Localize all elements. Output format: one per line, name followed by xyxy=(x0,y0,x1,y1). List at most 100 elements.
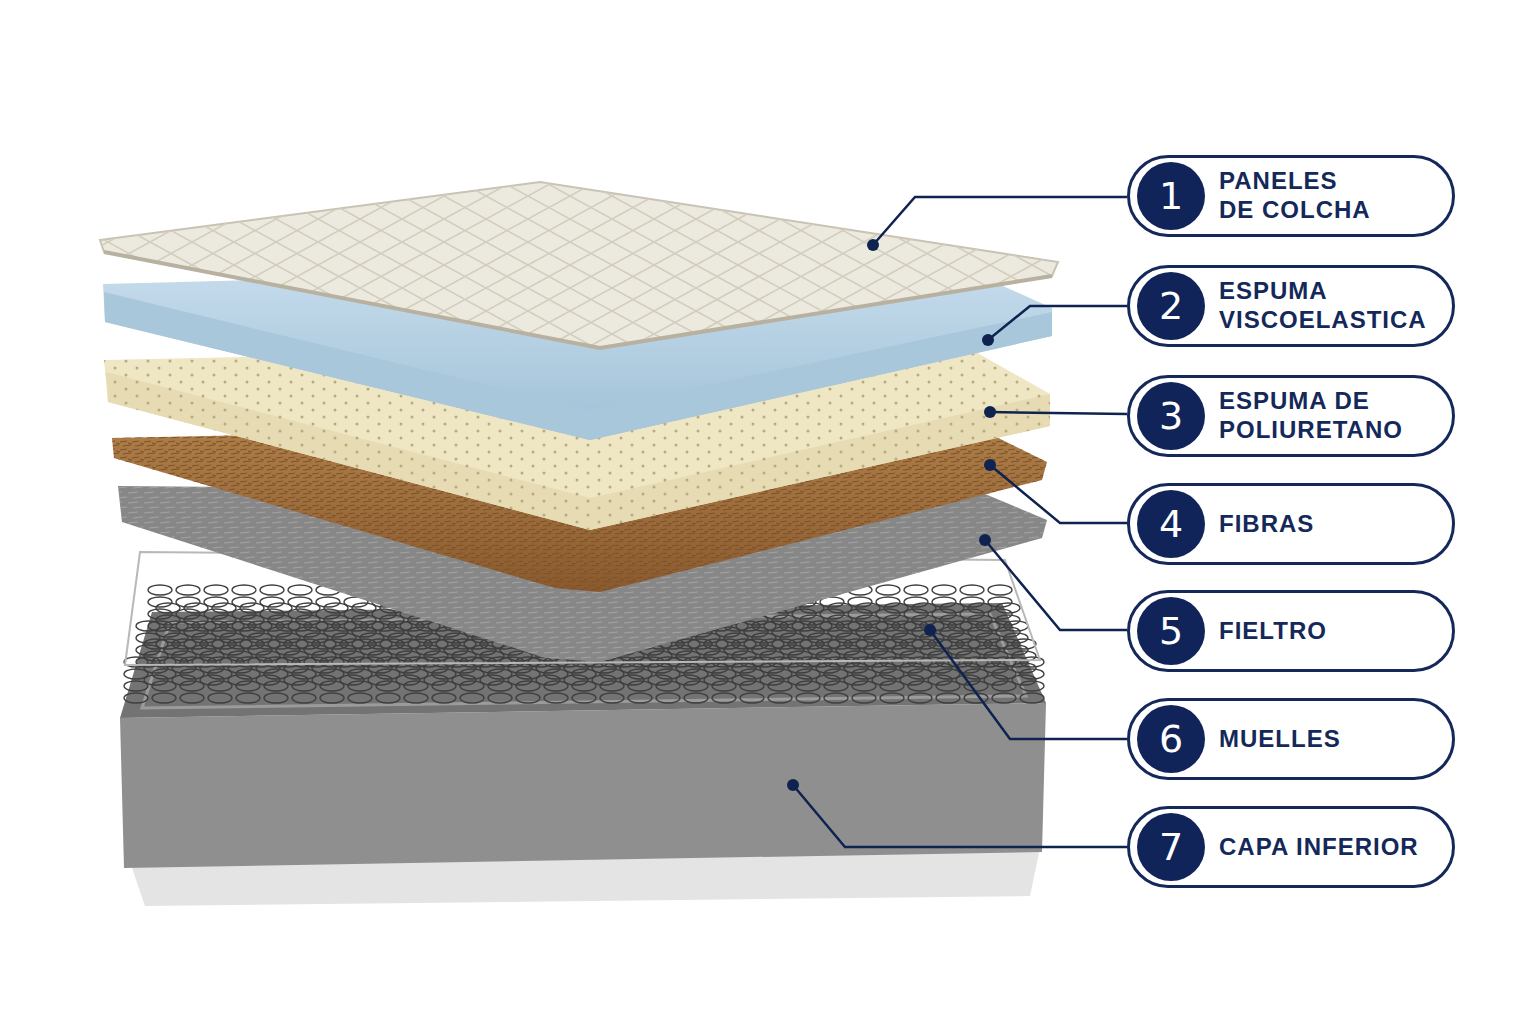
spring-coil xyxy=(676,651,700,661)
spring-coil xyxy=(292,669,316,679)
spring-coil xyxy=(248,621,272,631)
quilt-stitch xyxy=(360,150,780,380)
spring-coil xyxy=(312,675,336,685)
spring-coil xyxy=(864,645,888,655)
spring-coil xyxy=(424,651,448,661)
spring-coil xyxy=(348,693,372,703)
spring-coil xyxy=(900,675,924,685)
spring-coil xyxy=(856,627,880,637)
spring-coil xyxy=(984,663,1008,673)
spring-coil xyxy=(740,693,764,703)
quilt-stitch xyxy=(0,150,318,380)
spring-coil xyxy=(904,609,928,619)
spring-coil xyxy=(208,681,232,691)
quilt-stitch xyxy=(486,150,906,380)
spring-coil xyxy=(732,675,756,685)
spring-coil xyxy=(276,621,300,631)
spring-coil xyxy=(948,633,972,643)
spring-coil xyxy=(920,645,944,655)
spring-coil xyxy=(760,675,784,685)
quilt-stitch xyxy=(0,150,402,380)
spring-coil xyxy=(740,669,764,679)
spring-coil xyxy=(424,663,448,673)
layer-label: FIELTRO xyxy=(1219,617,1232,646)
leader-line xyxy=(988,306,1127,340)
spring-coil xyxy=(824,669,848,679)
spring-coil xyxy=(240,603,264,613)
spring-coil xyxy=(852,669,876,679)
spring-coil xyxy=(844,675,868,685)
spring-coil xyxy=(864,633,888,643)
layer-label: FIBRAS xyxy=(1219,510,1232,539)
quilt-stitch xyxy=(0,150,24,380)
spring-coil xyxy=(452,651,476,661)
spring-coil xyxy=(964,657,988,667)
quilt-stitch xyxy=(276,150,696,380)
spring-coil xyxy=(432,693,456,703)
spring-coil xyxy=(368,639,392,649)
spring-coil xyxy=(648,651,672,661)
spring-coil xyxy=(936,669,960,679)
spring-coil xyxy=(424,639,448,649)
spring-coil xyxy=(956,639,980,649)
callout-number: 1 xyxy=(1159,177,1183,215)
spring-coil xyxy=(864,621,888,631)
spring-coil xyxy=(992,669,1016,679)
quilt-stitch xyxy=(570,150,990,380)
spring-coil xyxy=(508,675,532,685)
spring-coil xyxy=(836,645,860,655)
spring-coil xyxy=(880,669,904,679)
spring-coil xyxy=(208,669,232,679)
spring-coil xyxy=(820,609,844,619)
spring-coil xyxy=(156,627,180,637)
spring-coil xyxy=(936,681,960,691)
layer-label: ESPUMA DE POLIURETANO xyxy=(1219,387,1372,445)
leader-lines xyxy=(793,197,1127,847)
spring-coil xyxy=(248,633,272,643)
spring-coil xyxy=(872,639,896,649)
spring-coil xyxy=(380,627,404,637)
layer-label: MUELLES xyxy=(1219,725,1232,754)
spring-coil xyxy=(508,663,532,673)
spring-coil xyxy=(704,675,728,685)
spring-coil xyxy=(872,651,896,661)
spring-coil xyxy=(892,645,916,655)
spring-coil xyxy=(600,681,624,691)
quilt-stitch xyxy=(150,150,570,380)
spring-coil xyxy=(988,609,1012,619)
quilt-stitch xyxy=(0,150,234,380)
spring-coil xyxy=(340,651,364,661)
spring-coil xyxy=(320,681,344,691)
spring-coil xyxy=(488,681,512,691)
spring-coil xyxy=(176,597,200,607)
quilt-panel xyxy=(100,182,1058,348)
spring-coil xyxy=(164,633,188,643)
spring-coil xyxy=(192,645,216,655)
spring-coil xyxy=(124,693,148,703)
spring-coil xyxy=(600,669,624,679)
spring-coil xyxy=(332,621,356,631)
spring-coil xyxy=(228,651,252,661)
spring-coil xyxy=(144,675,168,685)
spring-coil xyxy=(600,693,624,703)
spring-coil xyxy=(292,681,316,691)
spring-coil xyxy=(712,693,736,703)
spring-coil xyxy=(152,681,176,691)
spring-coil xyxy=(620,663,644,673)
spring-coil xyxy=(592,675,616,685)
spring-coil xyxy=(348,657,372,667)
spring-coil xyxy=(904,597,928,607)
spring-coil xyxy=(180,669,204,679)
spring-coil xyxy=(388,645,412,655)
spring-coil xyxy=(256,675,280,685)
spring-coil xyxy=(444,633,468,643)
spring-coil xyxy=(928,663,952,673)
spring-coil xyxy=(460,681,484,691)
quilt-stitch xyxy=(696,150,1116,380)
spring-coil xyxy=(788,675,812,685)
spring-coil xyxy=(264,693,288,703)
spring-coil xyxy=(788,663,812,673)
spring-coil xyxy=(316,609,340,619)
spring-coil xyxy=(376,681,400,691)
